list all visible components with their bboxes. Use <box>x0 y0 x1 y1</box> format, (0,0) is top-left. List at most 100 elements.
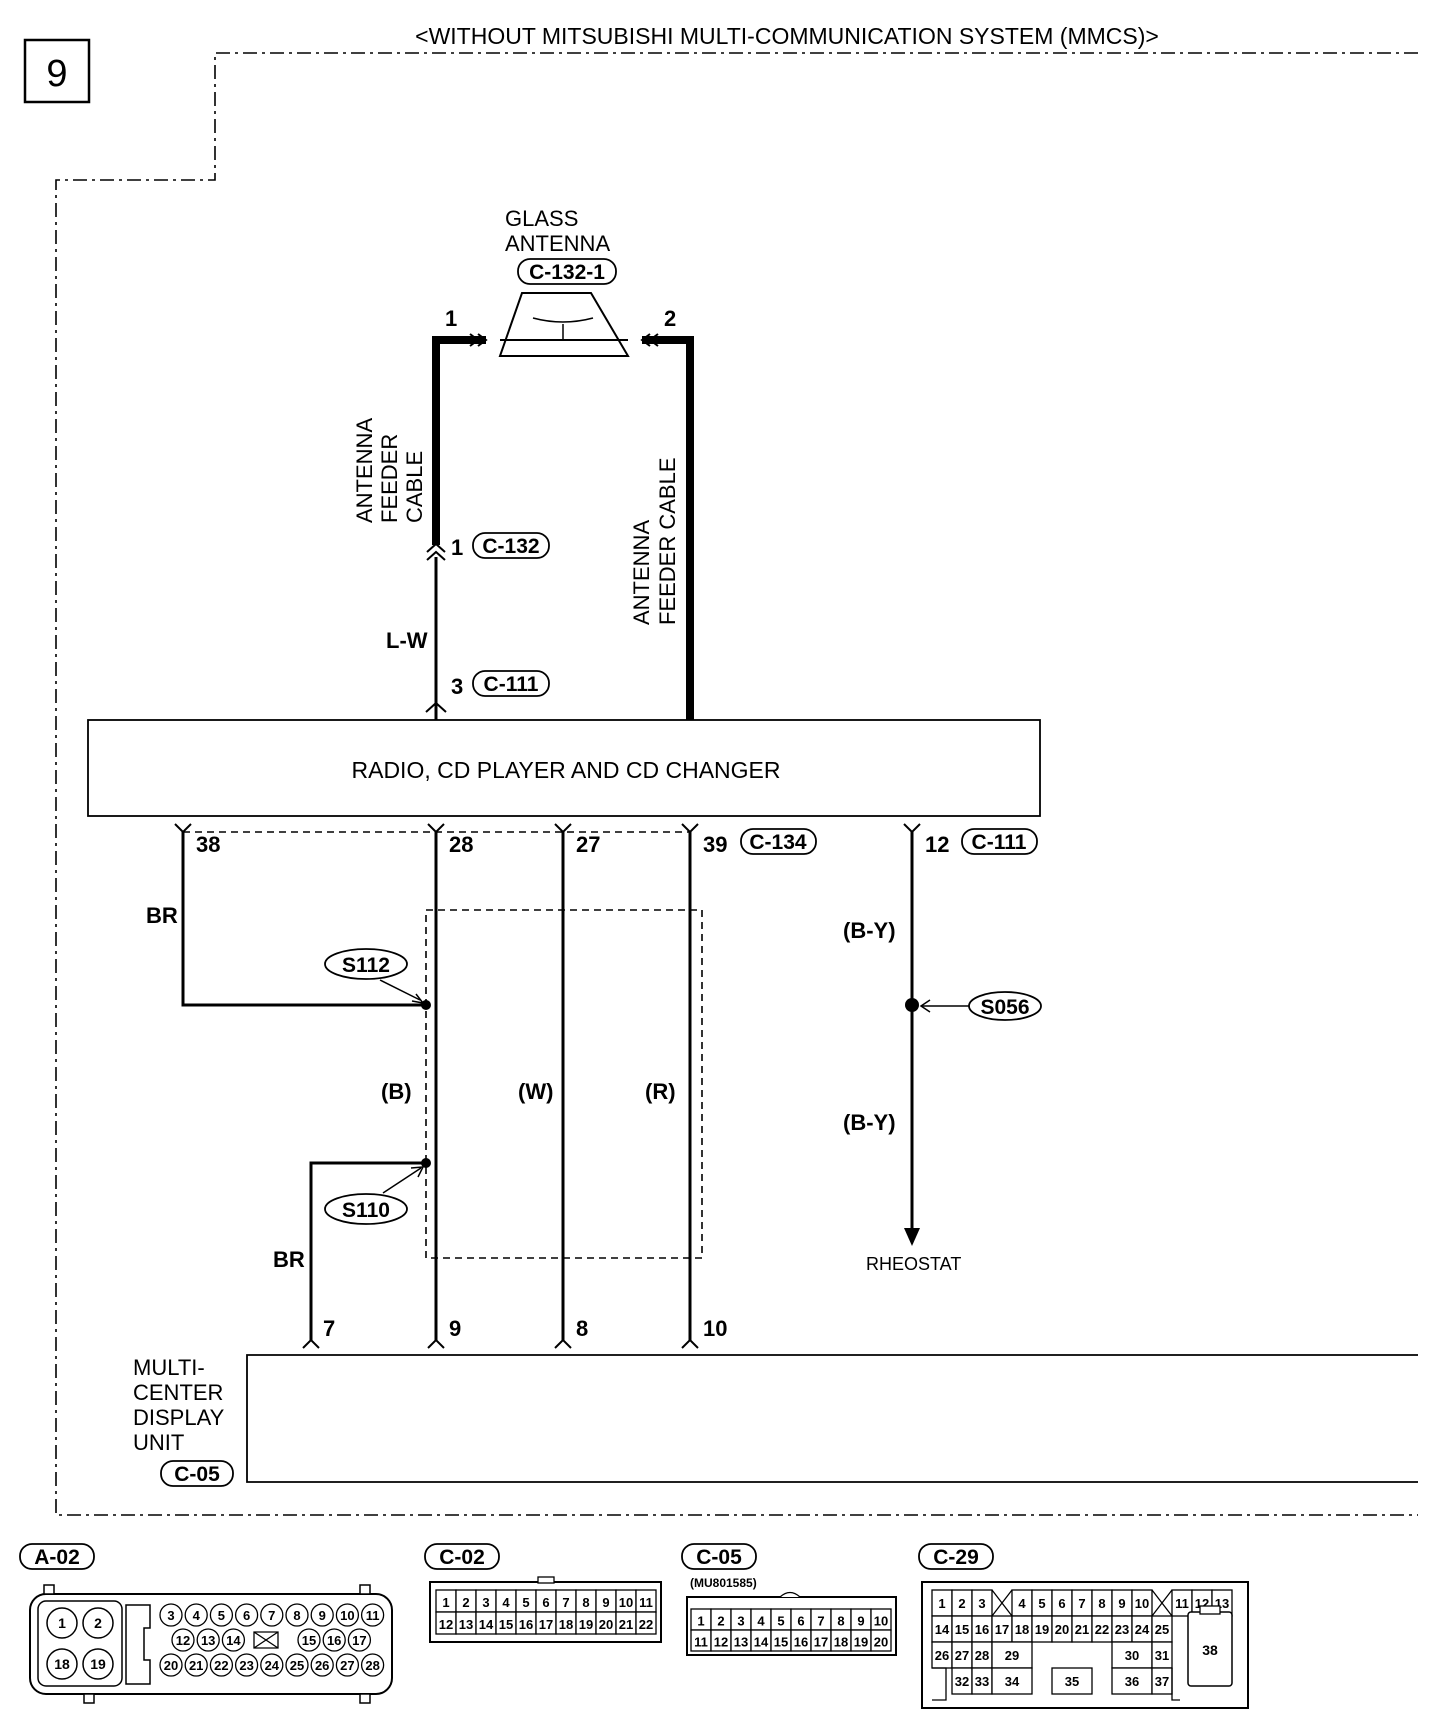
a02-pin-27: 27 <box>340 1658 354 1673</box>
a02-pin-2: 2 <box>94 1615 102 1631</box>
c05-pin-16: 16 <box>794 1635 808 1650</box>
c29-pin-35: 35 <box>1065 1674 1079 1689</box>
wire-br-7 <box>309 1161 426 1340</box>
c02-pin-6: 6 <box>542 1595 549 1610</box>
c05-face-badge <box>681 1543 757 1570</box>
c02-pin-5: 5 <box>522 1595 529 1610</box>
c05-badge <box>160 1460 234 1487</box>
c05-pin-1: 1 <box>697 1614 704 1629</box>
c05-pin-10: 10 <box>874 1614 888 1629</box>
c29-label: C-29 <box>933 1546 979 1569</box>
a02-pin-6: 6 <box>243 1608 250 1623</box>
c05-pin-11: 11 <box>694 1635 708 1650</box>
c05-part-number: (MU801585) <box>690 1576 757 1590</box>
c02-pin-2: 2 <box>462 1595 469 1610</box>
c29-pin-9: 9 <box>1118 1596 1125 1611</box>
a02-badge <box>19 1543 95 1570</box>
c02-pin-14: 14 <box>479 1617 494 1632</box>
c02-pin-16: 16 <box>519 1617 533 1632</box>
c29-pin-15: 15 <box>955 1622 969 1637</box>
c29-pin-8: 8 <box>1098 1596 1105 1611</box>
c29-pin-10: 10 <box>1135 1596 1149 1611</box>
a02-pin-15: 15 <box>302 1633 316 1648</box>
radio-unit-label: RADIO, CD PLAYER AND CD CHANGER <box>352 757 781 783</box>
wire-color-by-bottom: (B-Y) <box>843 1110 896 1135</box>
c05-pin-2: 2 <box>717 1614 724 1629</box>
a02-pin-17: 17 <box>352 1633 366 1648</box>
mcdu-pin-9: 9 <box>449 1316 461 1341</box>
a02-pin-9: 9 <box>319 1608 326 1623</box>
c02-pin-13: 13 <box>459 1617 473 1632</box>
c29-pin-22: 22 <box>1095 1622 1109 1637</box>
page-number: 9 <box>46 53 67 95</box>
c05-pin-13: 13 <box>734 1635 748 1650</box>
c132-badge <box>472 532 550 559</box>
feeder-left-line2: FEEDER <box>377 434 402 523</box>
feeder-left-connector: C-132 <box>482 535 539 558</box>
c29-pin-1: 1 <box>938 1596 945 1611</box>
c111-badge <box>961 828 1038 855</box>
c29-pin-30: 30 <box>1125 1648 1139 1663</box>
wire-color-br-bottom: BR <box>273 1247 305 1272</box>
a02-pin-13: 13 <box>201 1633 215 1648</box>
mcdu-line4: UNIT <box>133 1430 184 1455</box>
radio-connector-c111: C-111 <box>972 831 1027 854</box>
mcdu-pin-8: 8 <box>576 1316 588 1341</box>
radio-pin-38: 38 <box>196 832 220 857</box>
wire-color-by-top: (B-Y) <box>843 918 896 943</box>
page-title: <WITHOUT MITSUBISHI MULTI-COMMUNICATION … <box>415 23 1159 49</box>
c29-pin-32: 32 <box>955 1674 969 1689</box>
a02-pin-4: 4 <box>193 1608 201 1623</box>
c29-badge <box>918 1543 994 1570</box>
c02-pin-3: 3 <box>482 1595 489 1610</box>
a02-pin-28: 28 <box>365 1658 379 1673</box>
page-number-box <box>23 38 91 104</box>
c05-pin-19: 19 <box>854 1635 868 1650</box>
c29-pin-37: 37 <box>1155 1674 1169 1689</box>
c05-label: C-05 <box>696 1546 742 1569</box>
a02-pin-1: 1 <box>58 1615 66 1631</box>
c02-pin-10: 10 <box>619 1595 633 1610</box>
a02-pin-19: 19 <box>90 1656 106 1672</box>
radio-connector-c134: C-134 <box>749 831 807 854</box>
antenna-pin-left: 1 <box>445 306 457 331</box>
c29-pin-24: 24 <box>1135 1622 1150 1637</box>
c02-pin-12: 12 <box>439 1617 453 1632</box>
c02-pin-17: 17 <box>539 1617 553 1632</box>
a02-pin-26: 26 <box>315 1658 329 1673</box>
c02-pin-8: 8 <box>582 1595 589 1610</box>
c05-pin-20: 20 <box>874 1635 888 1650</box>
c05-pin-5: 5 <box>777 1614 784 1629</box>
wire-br-38 <box>181 832 426 1007</box>
c02-pin-7: 7 <box>562 1595 569 1610</box>
mcdu-connector: C-05 <box>174 1463 220 1486</box>
c29-pin-14: 14 <box>935 1622 950 1637</box>
c05-pin-4: 4 <box>757 1614 765 1629</box>
c02-pin-21: 21 <box>619 1617 633 1632</box>
a02-pin-25: 25 <box>290 1658 304 1673</box>
mcdu-box <box>246 1354 1418 1483</box>
wire-lw-color: L-W <box>386 628 428 653</box>
a02-pin-7: 7 <box>268 1608 275 1623</box>
s112-badge <box>324 948 408 980</box>
radio-pin-12: 12 <box>925 832 949 857</box>
feeder-cable-left <box>432 336 486 545</box>
c29-pin-21: 21 <box>1075 1622 1089 1637</box>
c29-pin-29: 29 <box>1005 1648 1019 1663</box>
c29-pin-16: 16 <box>975 1622 989 1637</box>
splice-s112-label: S112 <box>342 954 390 977</box>
feeder-left-line1: ANTENNA <box>352 418 377 523</box>
c29-pin-26: 26 <box>935 1648 949 1663</box>
c29-pin-17: 17 <box>995 1622 1009 1637</box>
c29-pin-4: 4 <box>1018 1596 1026 1611</box>
wire-lw-connector: C-111 <box>484 673 539 696</box>
c05-pin-17: 17 <box>814 1635 828 1650</box>
radio-pin-39: 39 <box>703 832 727 857</box>
c02-pin-18: 18 <box>559 1617 573 1632</box>
rheostat-arrow-icon <box>904 1228 920 1246</box>
antenna-pin-right: 2 <box>664 306 676 331</box>
mcdu-line1: MULTI- <box>133 1355 205 1380</box>
